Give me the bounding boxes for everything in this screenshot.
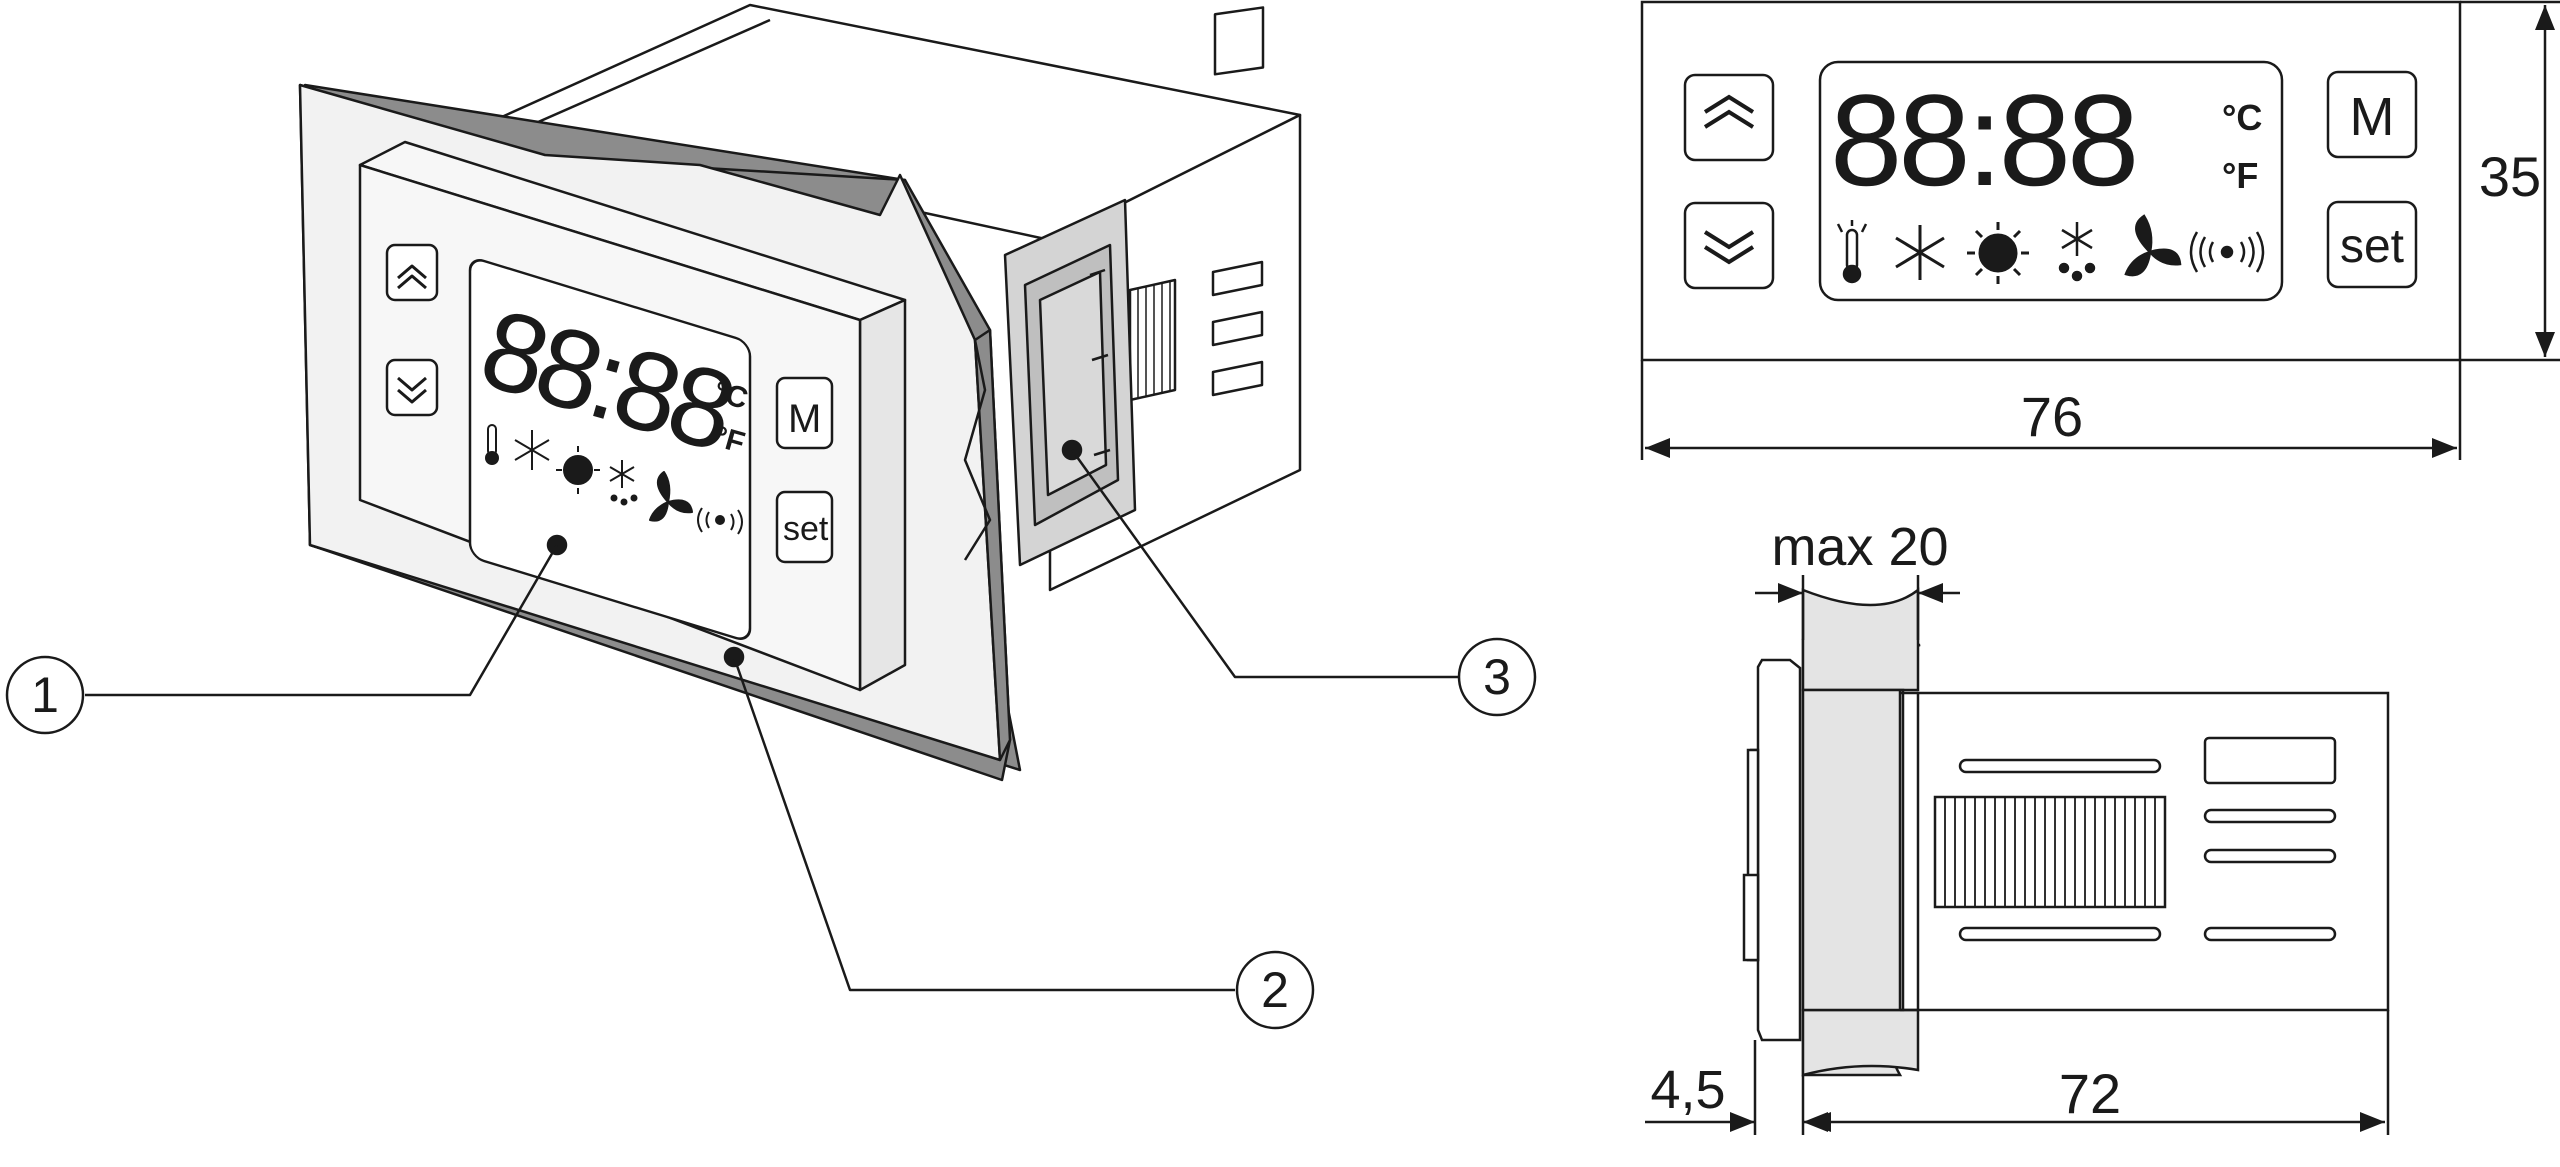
callout-1 <box>5 655 85 735</box>
front-segment-digits: 88:88 <box>1830 67 2135 213</box>
m-button[interactable] <box>775 376 834 450</box>
front-width-dimension <box>1640 360 2462 460</box>
front-set-label: set <box>2340 220 2404 273</box>
up-arrow-button[interactable] <box>385 243 439 302</box>
iso-m-label: M <box>788 397 821 441</box>
front-unit-fahrenheit: °F <box>2222 155 2258 196</box>
front-up-button[interactable] <box>1683 73 1775 162</box>
callout-2 <box>1235 950 1315 1030</box>
fan-icon <box>2124 214 2182 277</box>
iso-icon-row <box>485 424 743 535</box>
snowflake-icon <box>1895 225 1945 280</box>
display-bezel <box>358 140 907 692</box>
front-m-button[interactable] <box>2326 70 2418 159</box>
side-view-diagram <box>1645 575 2390 1135</box>
callout-2-label: 2 <box>1261 962 1289 1018</box>
defrost-icon <box>2058 222 2096 282</box>
side-body-label: 72 <box>2059 1062 2121 1125</box>
front-height-dimension <box>2460 0 2560 362</box>
callout-1-label: 1 <box>31 667 59 723</box>
thermometer-icon <box>485 424 499 465</box>
front-set-button[interactable] <box>2326 200 2418 289</box>
callout-3-label: 3 <box>1483 649 1511 705</box>
side-bezel-label: 4,5 <box>1650 1060 1725 1120</box>
iso-set-label: set <box>783 510 829 548</box>
front-view-diagram <box>1640 0 2560 460</box>
side-vent-grille <box>1944 797 2156 907</box>
sun-icon <box>556 446 600 494</box>
down-arrow-button[interactable] <box>385 358 439 417</box>
side-depth-dimension <box>1755 575 1960 640</box>
side-body-dimension <box>1806 1010 2390 1135</box>
signal-icon <box>2189 231 2265 273</box>
callout-3 <box>1457 637 1537 717</box>
mounting-bracket <box>1003 198 1137 567</box>
side-depth-label: max 20 <box>1771 517 1948 577</box>
front-height-label: 35 <box>2479 145 2541 208</box>
front-icon-row <box>1836 214 2265 284</box>
side-bezel <box>1756 658 1802 1042</box>
leader-lines <box>85 439 1460 992</box>
signal-icon <box>697 507 743 535</box>
thermometer-icon <box>1836 220 1868 284</box>
front-unit-celsius: °C <box>2222 97 2262 138</box>
front-m-label: M <box>2350 87 2395 147</box>
isometric-controller-view: 88:88 °C °F M set <box>5 3 1537 1030</box>
front-lcd-window <box>1818 60 2284 302</box>
snowflake-icon <box>514 430 550 470</box>
set-button[interactable] <box>775 490 834 564</box>
front-down-button[interactable] <box>1683 201 1775 290</box>
sun-icon <box>1967 222 2029 284</box>
fan-icon <box>649 471 693 522</box>
front-width-label: 76 <box>2021 385 2083 448</box>
defrost-icon <box>609 460 638 506</box>
